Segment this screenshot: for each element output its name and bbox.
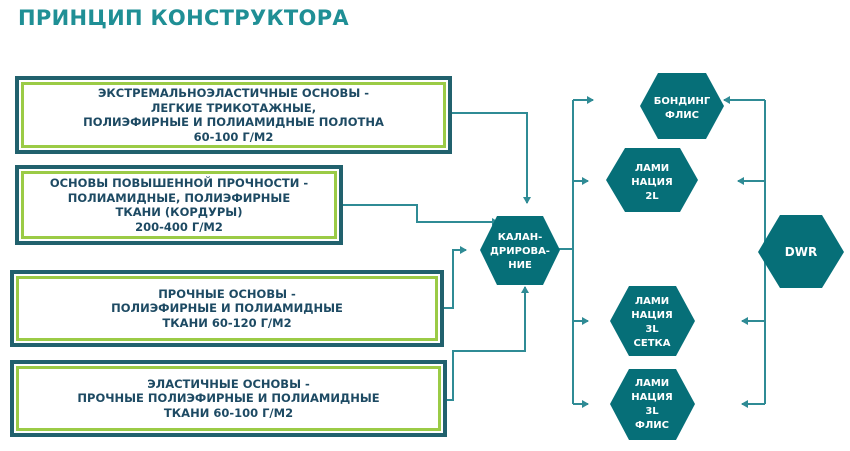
calendering-label: КАЛАН- — [498, 232, 542, 243]
lamination-3l-fleece-label: ЛАМИ — [635, 378, 669, 389]
lamination-3l-mesh-label: СЕТКА — [634, 338, 671, 349]
lamination-3l-fleece-label: ФЛИС — [635, 420, 669, 431]
calendering-hexagon — [480, 216, 560, 285]
input-box-line: ПОЛИЭФИРНЫЕ И ПОЛИАМИДНЫЕ ПОЛОТНА — [83, 115, 384, 129]
lamination-3l-mesh-node: ЛАМИ НАЦИЯ 3L СЕТКА — [610, 286, 695, 356]
input-box-line: ПОЛИАМИДНЫЕ, ПОЛИЭФИРНЫЕ — [67, 190, 291, 205]
input-box-line: ТКАНИ (КОРДУРЫ) — [115, 205, 243, 219]
input-box-cordura: ОСНОВЫ ПОВЫШЕННОЙ ПРОЧНОСТИ - ПОЛИАМИДНЫ… — [15, 165, 343, 245]
input-box-line: 200-400 Г/М2 — [135, 219, 223, 234]
lamination-2l-label: 2L — [645, 191, 659, 202]
lamination-3l-fleece-label: 3L — [645, 406, 659, 417]
input-box-line: ОСНОВЫ ПОВЫШЕННОЙ ПРОЧНОСТИ - — [49, 176, 309, 190]
connector-4 — [447, 286, 529, 401]
input-box-elastic-fabrics: ЭЛАСТИЧНЫЕ ОСНОВЫ - ПРОЧНЫЕ ПОЛИЭФИРНЫЕ … — [10, 360, 447, 437]
lamination-3l-mesh-label: 3L — [645, 324, 659, 335]
input-box-line: ТКАНИ 60-120 Г/М2 — [162, 315, 292, 330]
lamination-3l-fleece-node: ЛАМИ НАЦИЯ 3L ФЛИС — [610, 369, 695, 440]
input-box-line: ЭЛАСТИЧНЫЕ ОСНОВЫ - — [147, 376, 310, 391]
input-box-lightweight-knits: ЭКСТРЕМАЛЬНОЭЛАСТИЧНЫЕ ОСНОВЫ - ЛЕГКИЕ Т… — [15, 76, 452, 154]
input-box-line: ТКАНИ 60-100 Г/М2 — [163, 405, 294, 420]
input-box-line: ПРОЧНЫЕ ОСНОВЫ - — [158, 286, 296, 301]
calendering-label: НИЕ — [508, 260, 532, 271]
bonding-fleece-node: БОНДИНГ ФЛИС — [640, 73, 724, 139]
lamination-2l-hexagon — [606, 148, 698, 212]
input-box-line: ПОЛИЭФИРНЫЕ И ПОЛИАМИДНЫЕ — [111, 301, 343, 316]
lamination-2l-node: ЛАМИ НАЦИЯ 2L — [606, 148, 698, 212]
connector-2 — [343, 204, 499, 226]
lamination-3l-mesh-hexagon — [610, 286, 695, 356]
bonding-fleece-label: БОНДИНГ — [654, 96, 711, 107]
page-title: ПРИНЦИП КОНСТРУКТОРА — [18, 6, 349, 30]
calendering-node: КАЛАН- ДРИРОВА- НИЕ — [480, 216, 560, 285]
output-connectors — [557, 96, 594, 408]
input-box-line: ПРОЧНЫЕ ПОЛИЭФИРНЫЕ И ПОЛИАМИДНЫЕ — [77, 391, 380, 406]
input-box-line: 60-100 Г/М2 — [193, 129, 274, 144]
connector-3 — [444, 246, 467, 309]
dwr-label: DWR — [785, 245, 817, 259]
dwr-node: DWR — [758, 215, 844, 288]
connector-1 — [452, 112, 531, 204]
lamination-2l-label: НАЦИЯ — [631, 177, 672, 188]
input-connectors — [343, 112, 531, 401]
input-box-strong-fabrics: ПРОЧНЫЕ ОСНОВЫ - ПОЛИЭФИРНЫЕ И ПОЛИАМИДН… — [10, 270, 444, 347]
input-box-line: ЛЕГКИЕ ТРИКОТАЖНЫЕ, — [150, 100, 317, 115]
input-box-line: ЭКСТРЕМАЛЬНОЭЛАСТИЧНЫЕ ОСНОВЫ - — [97, 86, 370, 100]
lamination-3l-mesh-label: ЛАМИ — [635, 296, 669, 307]
calendering-label: ДРИРОВА- — [490, 246, 550, 257]
dwr-hexagon — [758, 215, 844, 288]
bonding-fleece-hexagon — [640, 73, 724, 139]
lamination-2l-label: ЛАМИ — [635, 163, 669, 174]
bonding-fleece-label: ФЛИС — [665, 110, 699, 121]
lamination-3l-fleece-label: НАЦИЯ — [631, 392, 672, 403]
lamination-3l-fleece-hexagon — [610, 369, 695, 440]
lamination-3l-mesh-label: НАЦИЯ — [631, 310, 672, 321]
